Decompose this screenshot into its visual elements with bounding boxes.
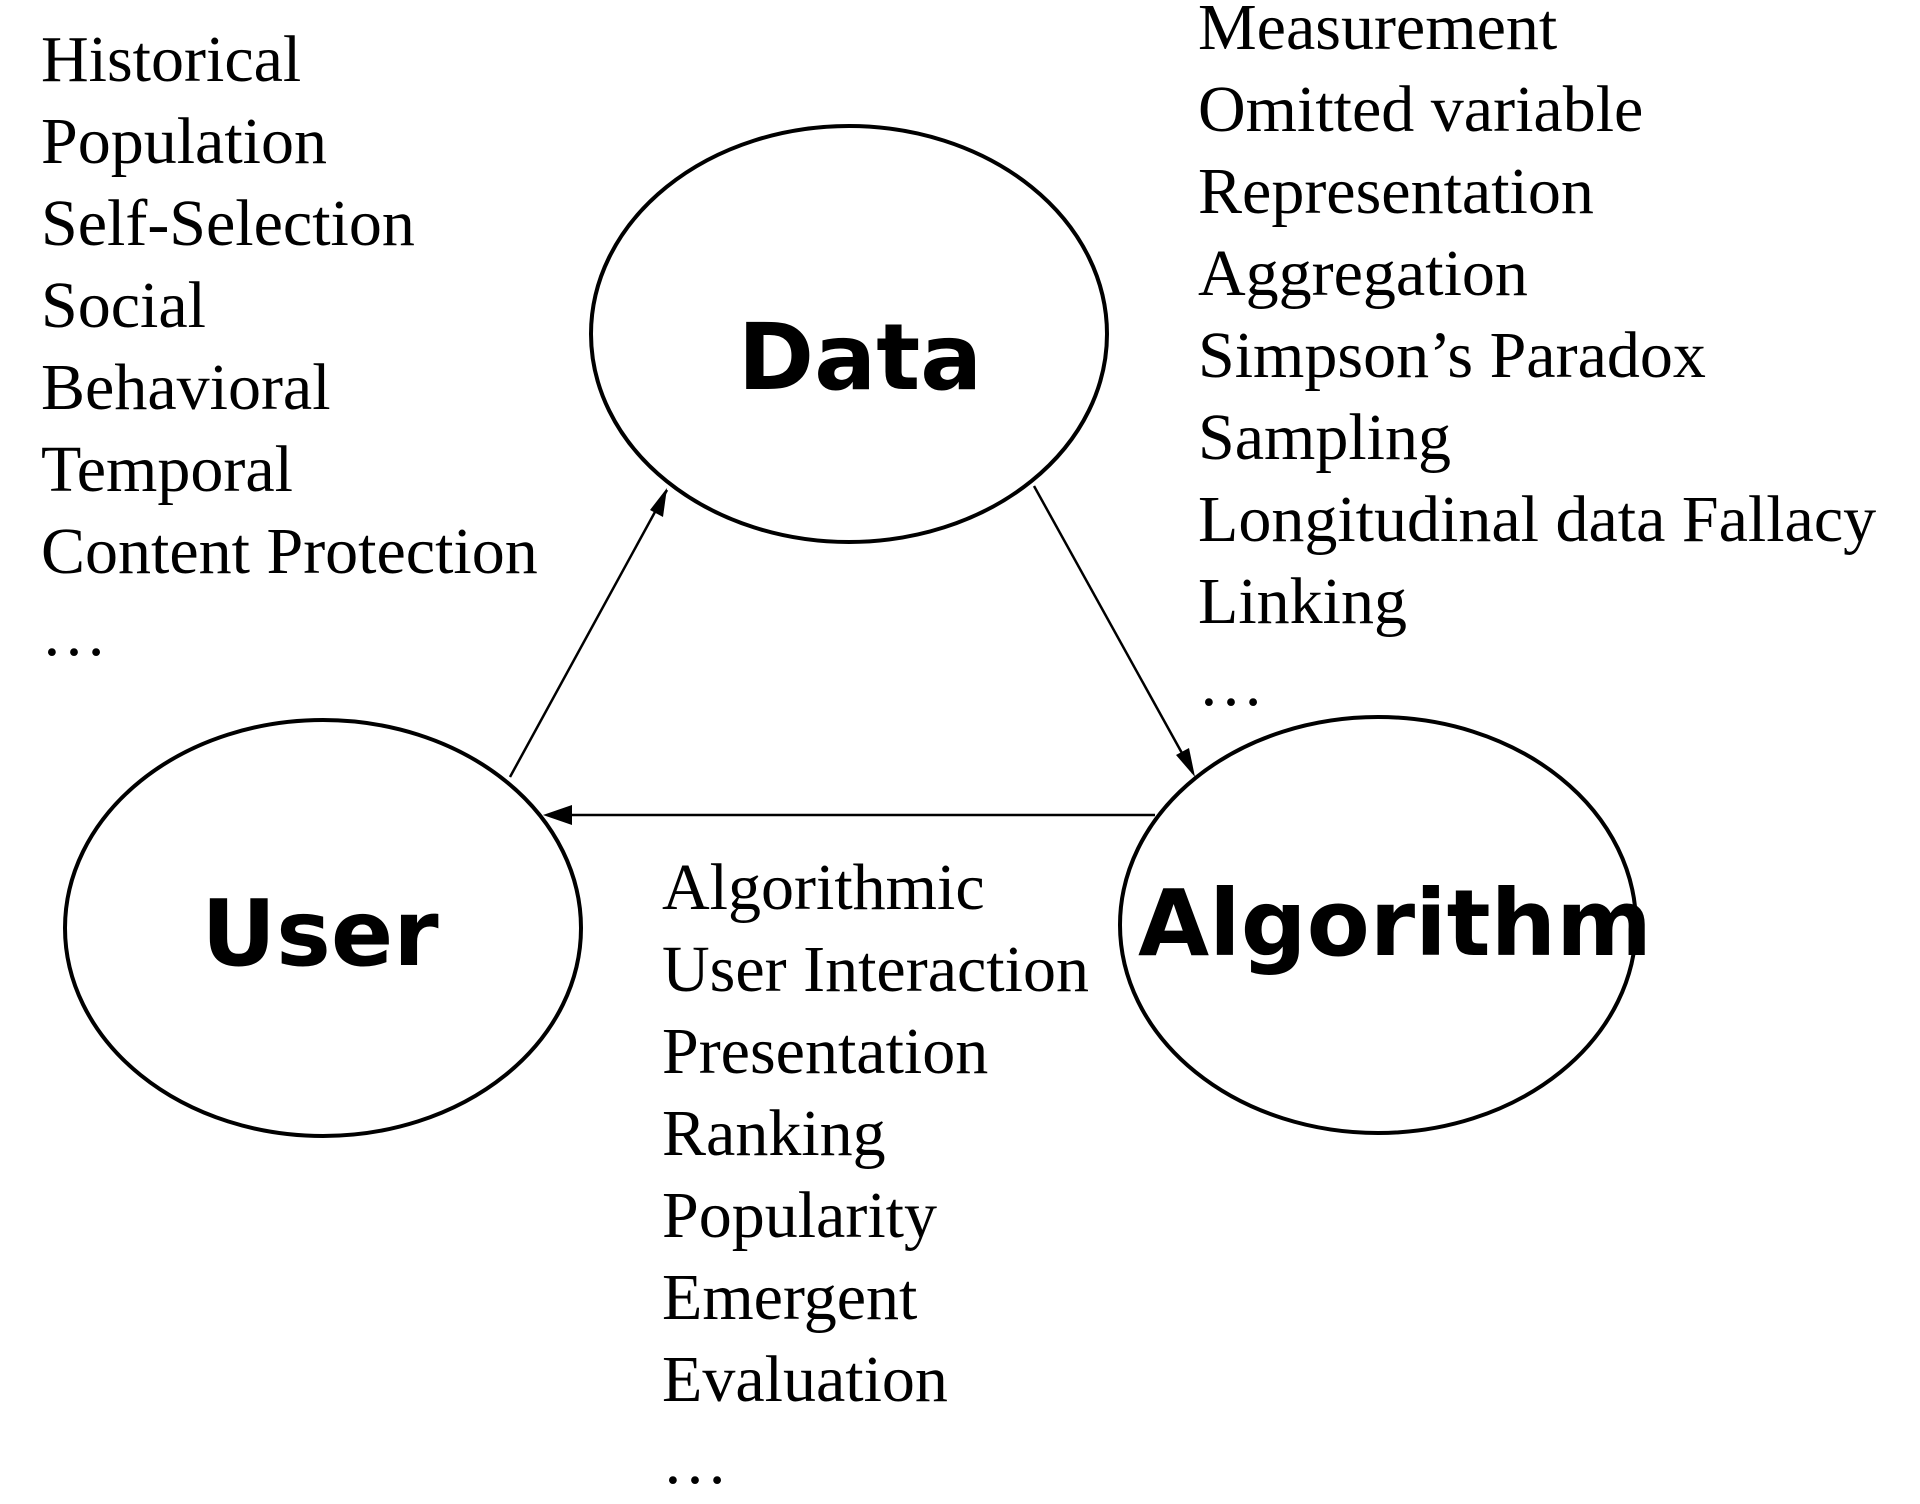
arrow-user-to-data — [508, 489, 669, 778]
bias-item: Population — [41, 105, 328, 178]
bias-item: Aggregation — [1198, 237, 1528, 310]
bias-item: Emergent — [662, 1261, 918, 1334]
bias-item: Ranking — [662, 1097, 886, 1170]
algorithm-node-label: Algorithm — [1137, 870, 1653, 977]
bias-item: … — [1198, 647, 1264, 720]
arrowhead-user-to-data — [650, 488, 667, 517]
data-to-algorithm-bias-list: Measurement Omitted variable Representat… — [1198, 0, 1876, 725]
algorithm-to-user-bias-list: Algorithmic User Interaction Presentatio… — [662, 847, 1089, 1503]
algorithm-node-ellipse — [1118, 715, 1638, 1135]
arrowhead-data-to-algorithm — [1176, 748, 1195, 777]
bias-item: Evaluation — [662, 1343, 948, 1416]
bias-item: Omitted variable — [1198, 73, 1644, 146]
bias-item: Content Protection — [41, 515, 538, 588]
bias-item: Behavioral — [41, 351, 331, 424]
bias-item: Longitudinal data Fallacy — [1198, 483, 1877, 556]
bias-item: Algorithmic — [662, 851, 985, 924]
bias-item: Simpson’s Paradox — [1198, 319, 1706, 392]
data-node-ellipse — [589, 124, 1109, 544]
bias-item: User Interaction — [662, 933, 1089, 1006]
bias-item: Popularity — [662, 1179, 937, 1252]
bias-item: Social — [41, 269, 206, 342]
arrowhead-algorithm-to-user — [543, 805, 572, 825]
bias-item: Sampling — [1198, 401, 1452, 474]
bias-item: … — [662, 1425, 728, 1498]
bias-item: Representation — [1198, 155, 1594, 228]
bias-item: Linking — [1198, 565, 1407, 638]
user-node-ellipse — [63, 718, 583, 1138]
bias-item: Self-Selection — [41, 187, 415, 260]
bias-item: Measurement — [1198, 0, 1558, 64]
arrow-data-to-algorithm — [1032, 485, 1195, 774]
bias-item: Presentation — [662, 1015, 989, 1088]
data-node-label: Data — [737, 304, 983, 411]
user-to-data-bias-list: Historical Population Self-Selection Soc… — [41, 19, 538, 675]
bias-item: … — [41, 597, 107, 670]
bias-item: Historical — [41, 23, 302, 96]
bias-item: Temporal — [41, 433, 293, 506]
user-node-label: User — [201, 880, 439, 987]
